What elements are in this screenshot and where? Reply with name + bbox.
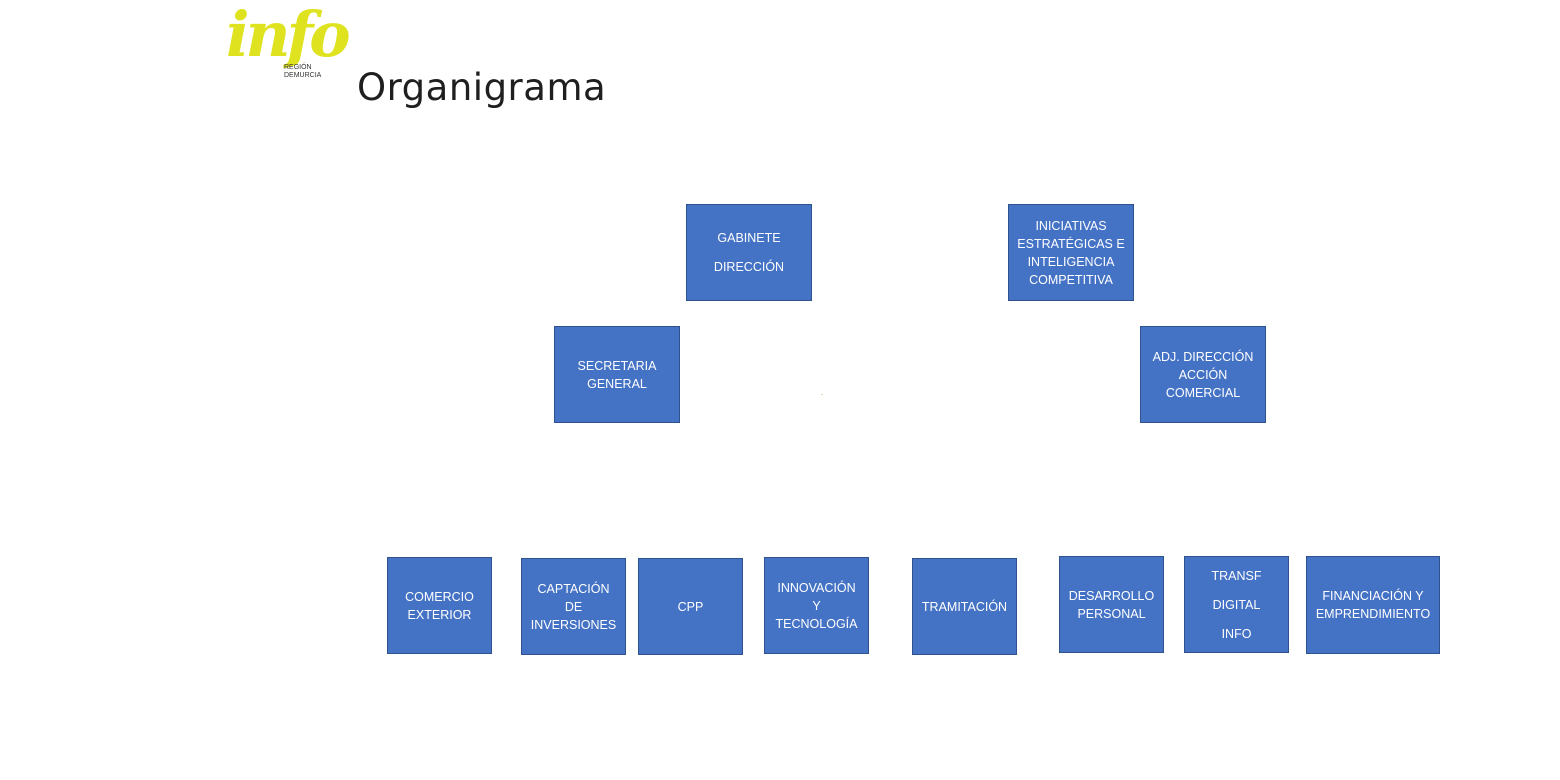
node-label: Y: [812, 598, 821, 613]
node-captacion-de-inversiones: CAPTACIÓN DE INVERSIONES: [521, 558, 626, 655]
node-label: SECRETARIA: [577, 358, 657, 373]
node-label: EXTERIOR: [407, 607, 472, 622]
node-label: TRANSF: [1211, 568, 1262, 583]
node-iniciativas-estrategicas: INICIATIVAS ESTRATÉGICAS E INTELIGENCIA …: [1008, 204, 1134, 301]
node-label: INFO: [1221, 626, 1252, 641]
logo-subtitle-line1: REGIÓN: [284, 64, 312, 71]
node-cpp: CPP: [638, 558, 743, 655]
node-label: DIRECCIÓN: [713, 260, 785, 274]
node-label: INTELIGENCIA: [1027, 254, 1115, 269]
node-gabinete-direccion: GABINETE DIRECCIÓN: [686, 204, 812, 301]
node-label: EMPRENDIMIENTO: [1315, 607, 1431, 621]
stray-dot: [821, 394, 823, 395]
logo-wordmark: info: [226, 0, 351, 71]
node-label: COMERCIAL: [1165, 385, 1241, 400]
info-region-de-murcia-logo: info REGIÓN DEMURCIA: [226, 4, 351, 88]
node-secretaria-general: SECRETARIA GENERAL: [554, 326, 680, 423]
node-label: TRAMITACIÓN: [921, 599, 1008, 614]
node-label: DIGITAL: [1212, 597, 1261, 612]
node-label: INICIATIVAS: [1035, 218, 1107, 233]
logo-subtitle-line2: DEMURCIA: [284, 72, 322, 79]
node-label: CPP: [677, 599, 704, 614]
node-label: FINANCIACIÓN Y: [1322, 589, 1424, 603]
node-comercio-exterior: COMERCIO EXTERIOR: [387, 557, 492, 654]
node-label: TECNOLOGÍA: [775, 616, 858, 631]
node-label: COMPETITIVA: [1029, 272, 1113, 287]
logo-subtitle: REGIÓN DEMURCIA: [284, 64, 321, 80]
node-label: ACCIÓN: [1178, 367, 1228, 382]
node-financiacion-y-emprendimiento: FINANCIACIÓN Y EMPRENDIMIENTO: [1306, 556, 1440, 654]
node-label: COMERCIO: [405, 589, 474, 604]
node-label: ADJ. DIRECCIÓN: [1152, 349, 1254, 364]
node-tramitacion: TRAMITACIÓN: [912, 558, 1017, 655]
node-transf-digital-info: TRANSF DIGITAL INFO: [1184, 556, 1289, 653]
page-title: Organigrama: [357, 66, 607, 109]
node-innovacion-y-tecnologia: INNOVACIÓN Y TECNOLOGÍA: [764, 557, 869, 654]
node-label: GABINETE: [717, 231, 781, 245]
node-label: ESTRATÉGICAS E: [1017, 236, 1125, 251]
node-label: CAPTACIÓN: [537, 581, 610, 596]
node-label: DE: [564, 599, 583, 614]
node-label: INNOVACIÓN: [777, 580, 856, 595]
connector-stub: [969, 556, 978, 558]
node-label: INVERSIONES: [530, 617, 617, 632]
node-label: PERSONAL: [1077, 606, 1146, 621]
node-desarrollo-personal: DESARROLLO PERSONAL: [1059, 556, 1164, 653]
node-label: DESARROLLO: [1068, 588, 1155, 603]
node-adj-direccion-accion-comercial: ADJ. DIRECCIÓN ACCIÓN COMERCIAL: [1140, 326, 1266, 423]
node-label: GENERAL: [587, 376, 647, 391]
